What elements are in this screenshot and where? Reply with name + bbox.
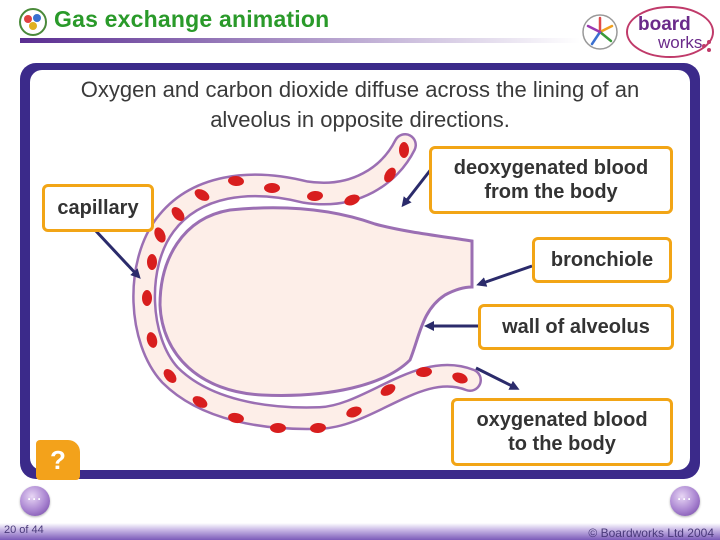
oxygenated-arrow-icon (475, 366, 520, 390)
deoxygenated-arrow-icon (401, 167, 434, 208)
footer-bar (0, 523, 720, 540)
alveolus (158, 206, 474, 397)
header-divider (20, 38, 580, 43)
label-deoxygenated-blood: deoxygenated blood from the body (429, 146, 673, 214)
capillary-arrow-icon (93, 228, 141, 279)
label-oxygenated-blood: oxygenated blood to the body (451, 398, 673, 466)
previous-button[interactable]: ··· (20, 486, 50, 516)
bronchiole-arrow-icon (476, 264, 533, 287)
slide-number: 20 of 44 (4, 524, 44, 536)
help-button[interactable]: ? (36, 440, 80, 480)
label-wall-of-alveolus: wall of alveolus (478, 304, 674, 350)
svg-text:works: works (657, 33, 702, 52)
next-button[interactable]: ··· (670, 486, 700, 516)
red-blood-cells (142, 142, 468, 434)
help-icon: ? (50, 444, 66, 475)
logo-badge-icon (19, 8, 47, 36)
slide-header: Gas exchange animation board works (0, 0, 720, 62)
copyright-text: © Boardworks Ltd 2004 (588, 526, 714, 540)
next-icon: ··· (677, 492, 693, 506)
page-title: Gas exchange animation (54, 6, 330, 32)
previous-icon: ··· (27, 492, 43, 506)
label-capillary: capillary (42, 184, 154, 232)
boardworks-logo-icon: board works (582, 6, 714, 58)
explanation-caption: Oxygen and carbon dioxide diffuse across… (80, 77, 640, 132)
svg-text:board: board (638, 14, 691, 35)
label-bronchiole: bronchiole (532, 237, 672, 283)
